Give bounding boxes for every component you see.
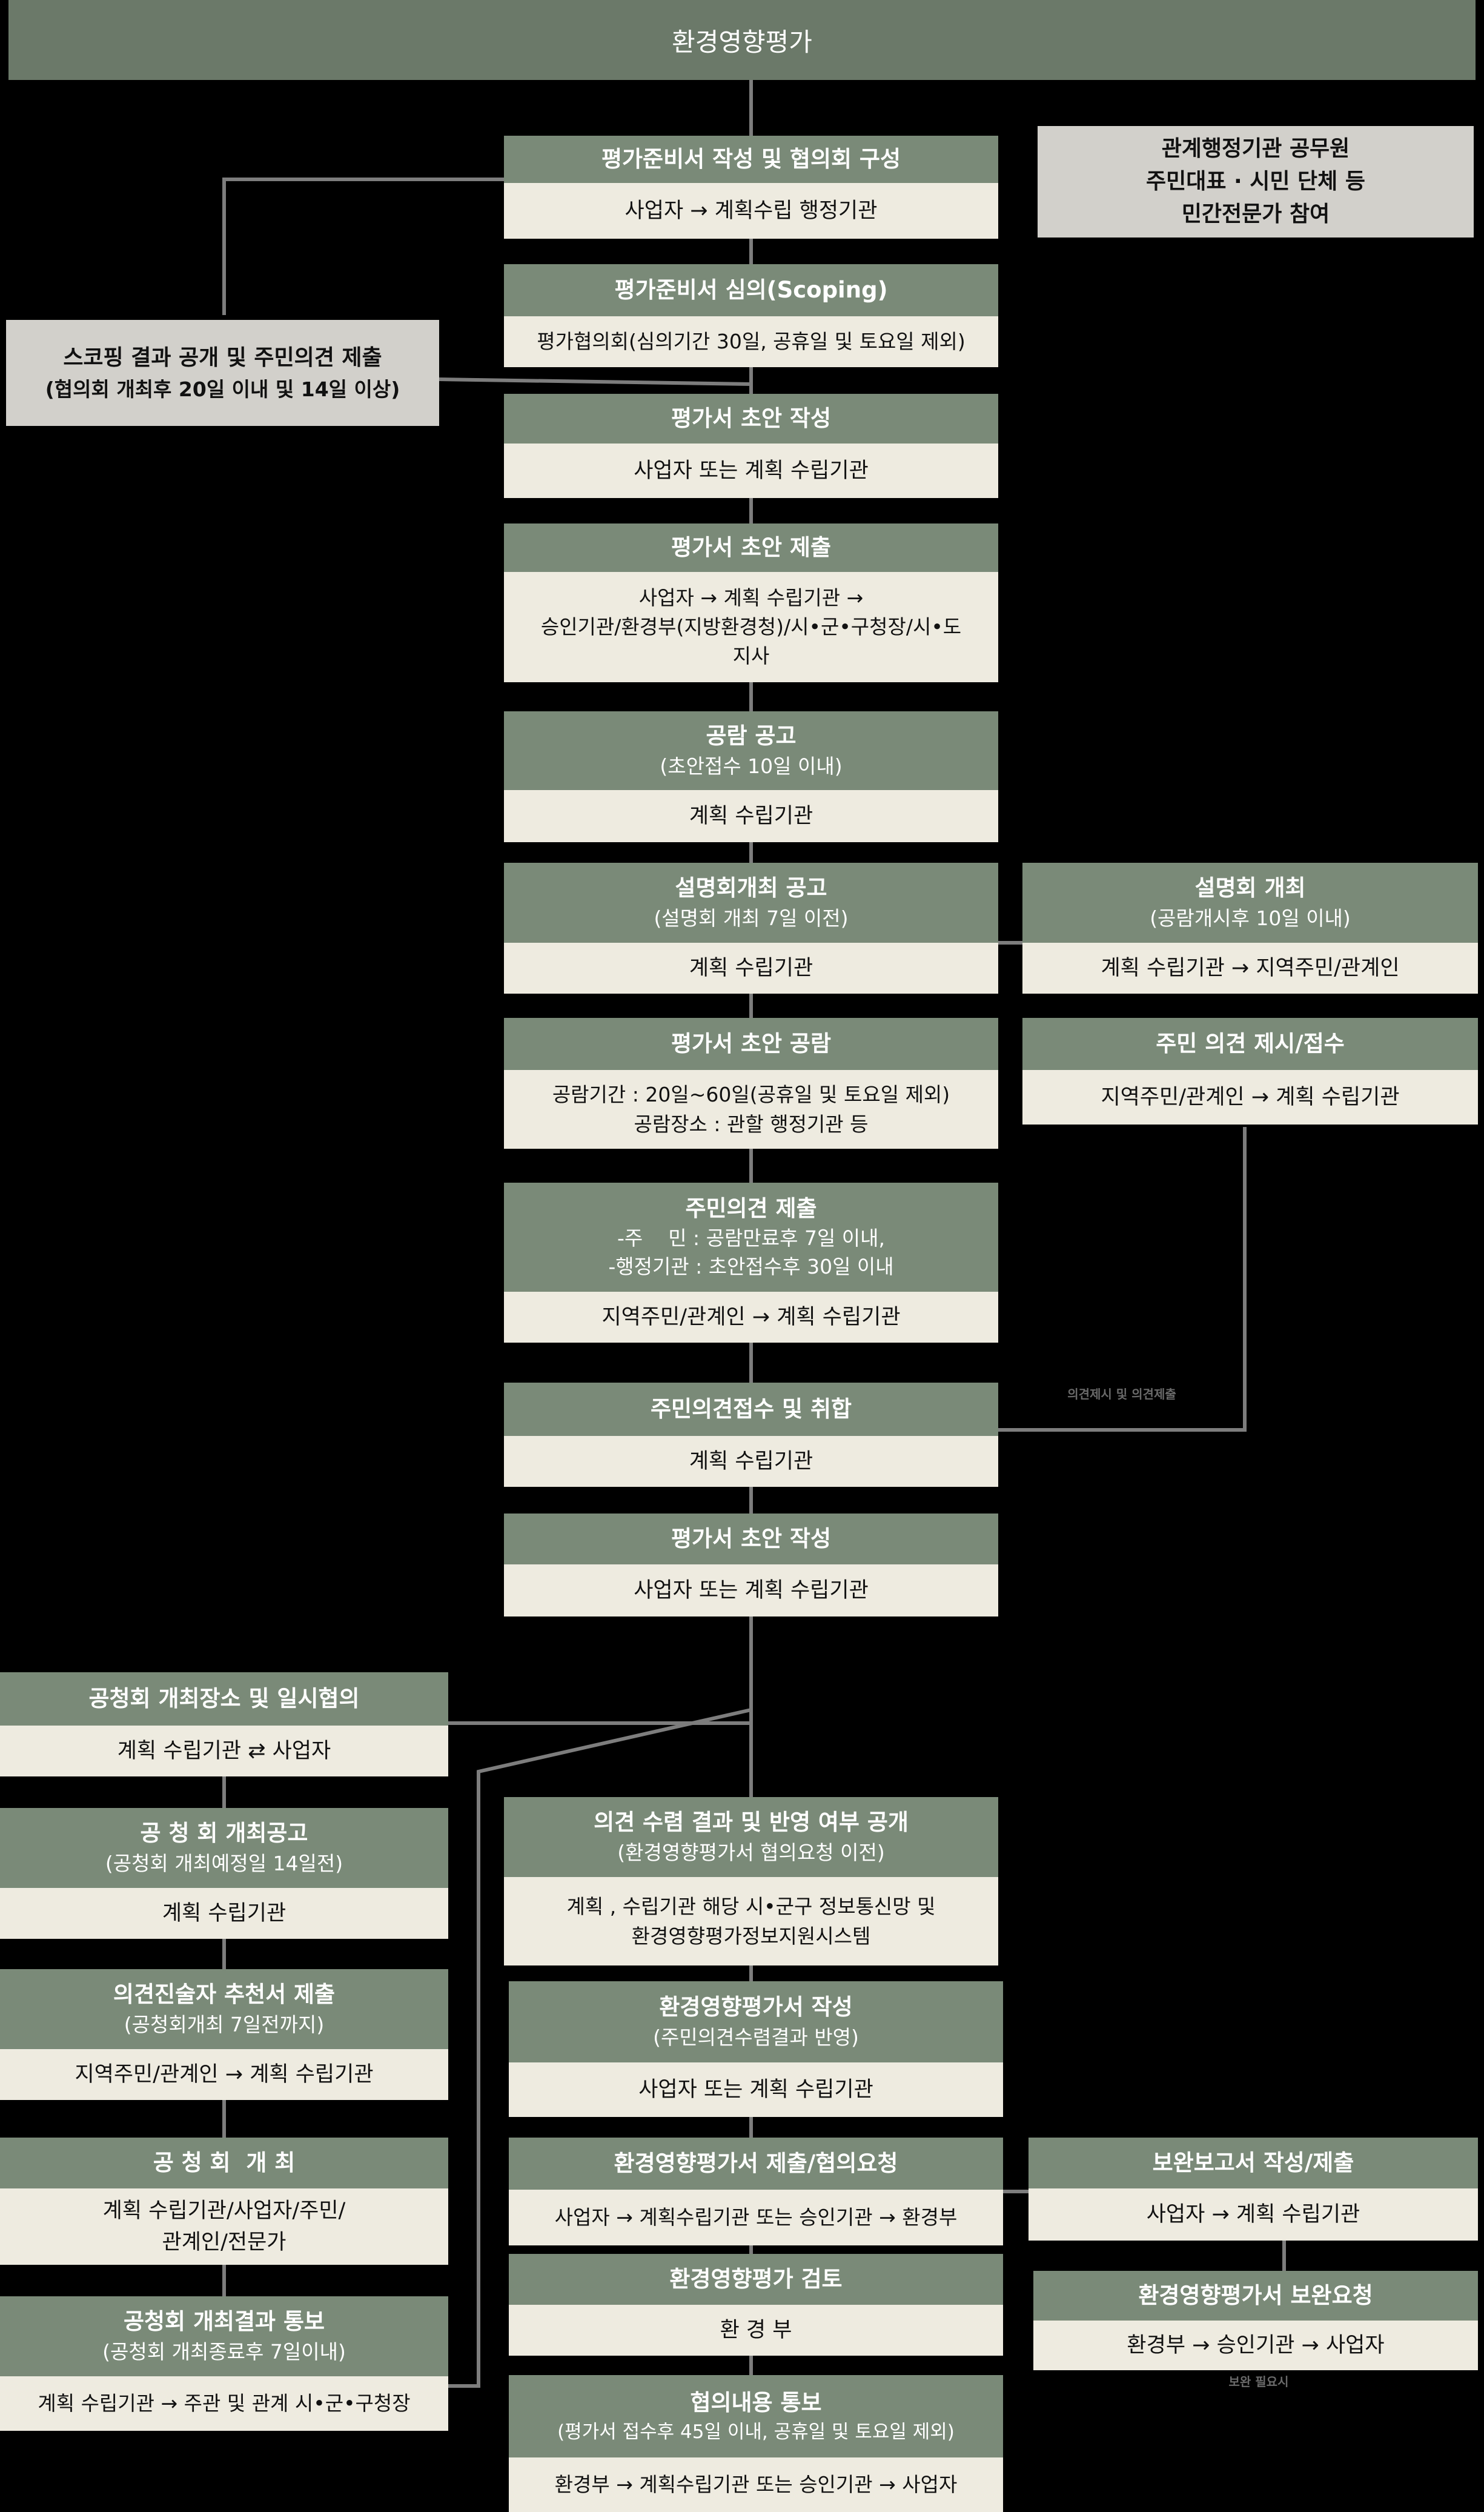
step-hearing: 공 청 회 개 최 계획 수립기관/사업자/주민/ 관계인/전문가: [0, 2138, 448, 2265]
step-body: 계획 수립기관: [504, 790, 998, 842]
participants-note: 관계행정기관 공무원 주민대표 · 시민 단체 등 민간전문가 참여: [1038, 126, 1474, 238]
opinion-arrow-label: 의견제시 및 의견제출: [1067, 1387, 1176, 1401]
step-header: 설명회 개최 (공람개시후 10일 이내): [1022, 863, 1478, 943]
process-title: 환경영향평가: [8, 0, 1476, 80]
step-title: 평가서 초안 작성: [504, 1514, 998, 1564]
step-supplement-request: 환경영향평가서 보완요청 환경부 → 승인기관 → 사업자: [1033, 2271, 1478, 2370]
step-body: 계획 수립기관: [0, 1888, 448, 1939]
step-title: 환경영향평가서 제출/협의요청: [509, 2138, 1003, 2190]
step-briefing-notice: 설명회개최 공고 (설명회 개최 7일 이전) 계획 수립기관: [504, 863, 998, 994]
step-header: 공람 공고 (초안접수 10일 이내): [504, 711, 998, 790]
step-briefing: 설명회 개최 (공람개시후 10일 이내) 계획 수립기관 → 지역주민/관계인: [1022, 863, 1478, 994]
step-hearing-venue: 공청회 개최장소 및 일시협의 계획 수립기관 ⇄ 사업자: [0, 1672, 448, 1776]
step-body: 사업자 → 계획 수립기관: [1029, 2188, 1478, 2241]
step-title: 평가준비서 심의(Scoping): [504, 264, 998, 316]
step-title: 주민 의견 제시/접수: [1022, 1018, 1478, 1070]
step-body: 계획 수립기관 → 주관 및 관계 시•군•구청장: [0, 2376, 448, 2431]
supplement-arrow-label: 보완 필요시: [1228, 2374, 1289, 2389]
step-body: 계획 수립기관: [504, 1436, 998, 1487]
scoping-disclosure-note: 스코핑 결과 공개 및 주민의견 제출 (협의회 개최후 20일 이내 및 14…: [6, 320, 439, 426]
step-title: 환경영향평가서 보완요청: [1033, 2271, 1478, 2321]
step-hearing-notice: 공 청 회 개최공고 (공청회 개최예정일 14일전) 계획 수립기관: [0, 1808, 448, 1939]
step-body: 사업자 → 계획수립 행정기관: [504, 183, 998, 239]
step-title: 보완보고서 작성/제출: [1029, 2138, 1478, 2188]
step-title: 평가서 초안 공람: [504, 1018, 998, 1070]
step-body: 사업자 → 계획수립기관 또는 승인기관 → 환경부: [509, 2190, 1003, 2245]
step-header: 협의내용 통보 (평가서 접수후 45일 이내, 공휴일 및 토요일 제외): [509, 2375, 1003, 2457]
step-title: 평가서 초안 작성: [504, 394, 998, 444]
step-body: 계획 수립기관 → 지역주민/관계인: [1022, 943, 1478, 994]
step-scoping: 평가준비서 심의(Scoping) 평가협의회(심의기간 30일, 공휴일 및 …: [504, 264, 998, 367]
step-statement: 의견진술자 추천서 제출 (공청회개최 7일전까지) 지역주민/관계인 → 계획…: [0, 1969, 448, 2100]
step-hearing-result: 공청회 개최결과 통보 (공청회 개최종료후 7일이내) 계획 수립기관 → 주…: [0, 2296, 448, 2431]
step-body: 계획 수립기관/사업자/주민/ 관계인/전문가: [0, 2188, 448, 2265]
step-body: 평가협의회(심의기간 30일, 공휴일 및 토요일 제외): [504, 316, 998, 367]
step-header: 설명회개최 공고 (설명회 개최 7일 이전): [504, 863, 998, 943]
step-body: 환경부 → 승인기관 → 사업자: [1033, 2321, 1478, 2370]
step-header: 의견 수렴 결과 및 반영 여부 공개 (환경영향평가서 협의요청 이전): [504, 1797, 998, 1877]
step-body: 사업자 → 계획 수립기관 → 승인기관/환경부(지방환경청)/시•군•구청장/…: [504, 572, 998, 682]
step-title: 평가서 초안 제출: [504, 523, 998, 572]
step-draft2: 평가서 초안 작성 사업자 또는 계획 수립기관: [504, 1514, 998, 1617]
step-opinion-submit: 주민의견 제출 -주 민 : 공람만료후 7일 이내, -행정기관 : 초안접수…: [504, 1183, 998, 1343]
step-body: 사업자 또는 계획 수립기관: [509, 2062, 1003, 2117]
step-body: 사업자 또는 계획 수립기관: [504, 444, 998, 498]
step-title: 공청회 개최장소 및 일시협의: [0, 1672, 448, 1726]
step-body: 계획 수립기관: [504, 943, 998, 994]
step-supplement-report: 보완보고서 작성/제출 사업자 → 계획 수립기관: [1029, 2138, 1478, 2241]
step-body: 환경부 → 계획수립기관 또는 승인기관 → 사업자: [509, 2457, 1003, 2512]
step-header: 의견진술자 추천서 제출 (공청회개최 7일전까지): [0, 1969, 448, 2049]
step-title: 공 청 회 개 최: [0, 2138, 448, 2188]
step-title: 평가준비서 작성 및 협의회 구성: [504, 136, 998, 183]
step-body: 공람기간 : 20일~60일(공휴일 및 토요일 제외) 공람장소 : 관할 행…: [504, 1070, 998, 1149]
step-title: 주민의견접수 및 취합: [504, 1383, 998, 1436]
step-header: 주민의견 제출 -주 민 : 공람만료후 7일 이내, -행정기관 : 초안접수…: [504, 1183, 998, 1292]
step-public-view: 평가서 초안 공람 공람기간 : 20일~60일(공휴일 및 토요일 제외) 공…: [504, 1018, 998, 1149]
step-body: 지역주민/관계인 → 계획 수립기관: [1022, 1070, 1478, 1125]
step-consult-notice: 협의내용 통보 (평가서 접수후 45일 이내, 공휴일 및 토요일 제외) 환…: [509, 2375, 1003, 2512]
step-opinion-collect: 주민의견접수 및 취합 계획 수립기관: [504, 1383, 998, 1487]
step-header: 공 청 회 개최공고 (공청회 개최예정일 14일전): [0, 1808, 448, 1888]
step-body: 환 경 부: [509, 2305, 1003, 2356]
step-body: 계획 , 수립기관 해당 시•군구 정보통신망 및 환경영향평가정보지원시스템: [504, 1877, 998, 1965]
step-resident-present: 주민 의견 제시/접수 지역주민/관계인 → 계획 수립기관: [1022, 1018, 1478, 1125]
step-eia-review: 환경영향평가 검토 환 경 부: [509, 2254, 1003, 2356]
step-body: 계획 수립기관 ⇄ 사업자: [0, 1726, 448, 1776]
step-notice: 공람 공고 (초안접수 10일 이내) 계획 수립기관: [504, 711, 998, 842]
step-eia-write: 환경영향평가서 작성 (주민의견수렴결과 반영) 사업자 또는 계획 수립기관: [509, 1981, 1003, 2117]
step-body: 사업자 또는 계획 수립기관: [504, 1564, 998, 1617]
step-body: 지역주민/관계인 → 계획 수립기관: [0, 2049, 448, 2100]
step-body: 지역주민/관계인 → 계획 수립기관: [504, 1292, 998, 1343]
step-draft-submit: 평가서 초안 제출 사업자 → 계획 수립기관 → 승인기관/환경부(지방환경청…: [504, 523, 998, 682]
step-header: 환경영향평가서 작성 (주민의견수렴결과 반영): [509, 1981, 1003, 2062]
step-draft1: 평가서 초안 작성 사업자 또는 계획 수립기관: [504, 394, 998, 498]
step-title: 환경영향평가 검토: [509, 2254, 1003, 2305]
step-disclosure: 의견 수렴 결과 및 반영 여부 공개 (환경영향평가서 협의요청 이전) 계획…: [504, 1797, 998, 1965]
step-prep: 평가준비서 작성 및 협의회 구성 사업자 → 계획수립 행정기관: [504, 136, 998, 239]
step-eia-submit: 환경영향평가서 제출/협의요청 사업자 → 계획수립기관 또는 승인기관 → 환…: [509, 2138, 1003, 2245]
step-header: 공청회 개최결과 통보 (공청회 개최종료후 7일이내): [0, 2296, 448, 2376]
